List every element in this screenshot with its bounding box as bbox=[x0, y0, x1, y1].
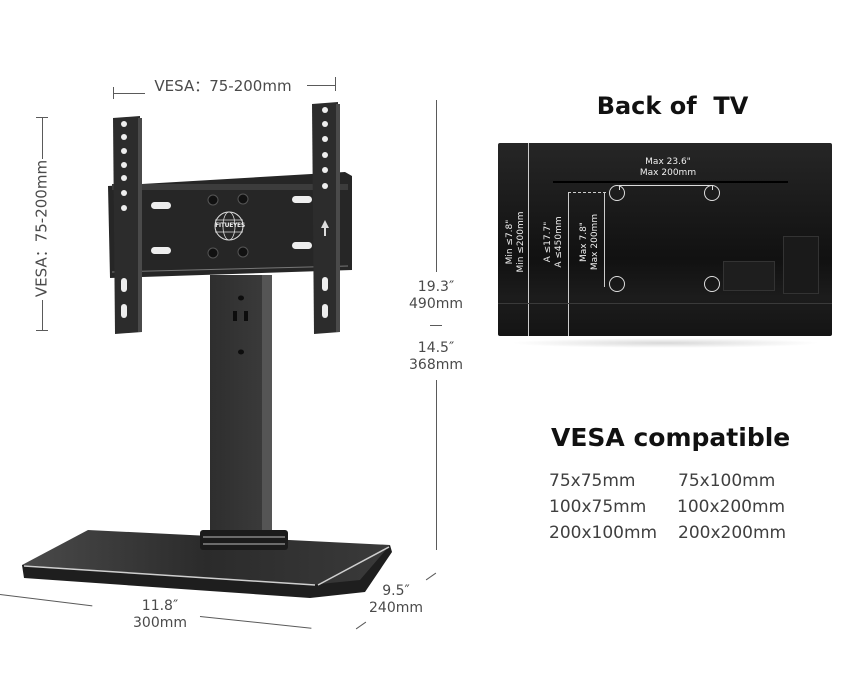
height-min-mm: 368mm bbox=[409, 357, 463, 373]
vesa-size: 100x200mm bbox=[677, 497, 786, 517]
vesa-compatible-title: VESA compatible bbox=[551, 423, 791, 452]
vesa-size: 200x100mm bbox=[549, 523, 658, 543]
dashed-guide bbox=[568, 192, 606, 193]
a-vertical-label: A ≤17.7" A ≤450mm bbox=[543, 192, 565, 292]
tv-side-panel bbox=[783, 236, 819, 294]
base-depth-mm: 240mm bbox=[369, 600, 423, 616]
vesa-hole-top-right bbox=[704, 185, 720, 201]
max-vertical-line1: Max 7.8" bbox=[579, 222, 589, 262]
min-vertical-line bbox=[528, 143, 529, 336]
height-line-bottom bbox=[436, 380, 437, 550]
height-separator bbox=[430, 325, 442, 326]
base-depth-tick-top bbox=[425, 572, 437, 581]
vesa-size-grid: 75x75mm 75x100mm 100x75mm 100x200mm 200x… bbox=[549, 468, 809, 546]
base-depth-inches: 9.5″ bbox=[382, 583, 410, 599]
vesa-row: 100x75mm 100x200mm bbox=[549, 494, 809, 520]
tv-stand-drawing bbox=[22, 102, 392, 598]
height-min-inches: 14.5″ bbox=[417, 340, 455, 356]
vesa-hole-top-left bbox=[609, 185, 625, 201]
tv-back-panel: Max 23.6" Max 200mm Min ≤7.8" Min ≤200mm… bbox=[498, 143, 832, 336]
horizontal-max-line bbox=[619, 185, 712, 186]
base-width-inches: 11.8″ bbox=[141, 598, 179, 614]
vesa-size: 75x75mm bbox=[549, 471, 636, 491]
max-vertical-line bbox=[604, 192, 605, 287]
horizontal-max-line2: Max 200mm bbox=[639, 168, 697, 178]
base-width-mm: 300mm bbox=[133, 615, 187, 631]
tv-shadow bbox=[510, 338, 820, 348]
max-vertical-line2: Max 200mm bbox=[590, 213, 600, 271]
base-depth-tick-bottom bbox=[355, 621, 367, 630]
vesa-size: 100x75mm bbox=[549, 497, 647, 517]
height-max-inches: 19.3″ bbox=[417, 279, 455, 295]
horizontal-max-line1: Max 23.6" bbox=[645, 157, 691, 167]
max-vertical-label: Max 7.8" Max 200mm bbox=[579, 192, 601, 292]
brand-logo: FITUEYES bbox=[215, 222, 245, 229]
vesa-h-line-left bbox=[113, 93, 145, 94]
tv-bottom-band bbox=[498, 303, 832, 304]
base-width-line-right bbox=[199, 616, 312, 629]
vesa-h-line-right bbox=[307, 85, 335, 86]
a-vertical-line2: A ≤450mm bbox=[554, 216, 564, 268]
vesa-size: 200x200mm bbox=[678, 523, 787, 543]
height-line-top bbox=[436, 100, 437, 272]
a-vertical-line bbox=[568, 192, 569, 336]
vesa-horizontal-label: VESA：75-200mm bbox=[154, 77, 292, 95]
vesa-h-tick-right bbox=[335, 77, 336, 91]
vesa-hole-bottom-right bbox=[704, 276, 720, 292]
tv-port-panel bbox=[723, 261, 775, 291]
back-of-tv-title: Back of TV bbox=[596, 92, 749, 120]
vesa-v-line-bottom bbox=[42, 300, 43, 330]
a-vertical-line1: A ≤17.7" bbox=[543, 221, 553, 263]
min-vertical-line2: Min ≤200mm bbox=[516, 211, 526, 273]
vesa-row: 75x75mm 75x100mm bbox=[549, 468, 809, 494]
min-vertical-line1: Min ≤7.8" bbox=[505, 219, 515, 265]
height-max-mm: 490mm bbox=[409, 296, 463, 312]
min-vertical-label: Min ≤7.8" Min ≤200mm bbox=[505, 192, 527, 292]
tv-top-bar bbox=[553, 181, 788, 183]
vesa-v-tick-bottom bbox=[36, 330, 48, 331]
vesa-v-line-top bbox=[42, 117, 43, 159]
vesa-size: 75x100mm bbox=[678, 471, 776, 491]
vesa-row: 200x100mm 200x200mm bbox=[549, 520, 809, 546]
vesa-hole-bottom-left bbox=[609, 276, 625, 292]
